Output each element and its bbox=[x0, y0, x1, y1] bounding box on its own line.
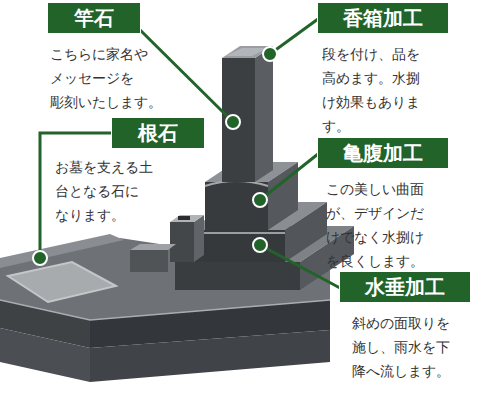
leader-dot bbox=[253, 193, 267, 207]
middle-base-front bbox=[190, 230, 285, 262]
callout-description: この美しい曲面 が、デザインだ けでなく水捌け を良くします。 bbox=[326, 177, 424, 273]
water-drip-chamfer bbox=[190, 232, 285, 234]
platform-edge bbox=[0, 300, 330, 320]
leader-dot bbox=[253, 238, 267, 252]
vase-front bbox=[170, 222, 194, 262]
callout-description: こちらに家名や メッセージを 彫刻いたします。 bbox=[50, 42, 162, 114]
callout-description: 段を付け、品を 高めます。水捌 け効果もありま す。 bbox=[322, 42, 420, 138]
curb-stone bbox=[0, 234, 124, 268]
pillar-front bbox=[222, 58, 255, 182]
kobako-step bbox=[226, 48, 268, 56]
vase-right bbox=[194, 215, 204, 262]
incense-holder bbox=[130, 250, 168, 272]
callout-heading: 竿石 bbox=[48, 3, 140, 33]
vase-top bbox=[170, 215, 204, 222]
lower-base-front bbox=[175, 262, 300, 290]
leader-dot bbox=[33, 251, 47, 265]
incense-holder-top bbox=[130, 244, 176, 250]
leader-line bbox=[270, 19, 318, 54]
callout-heading: 亀腹加工 bbox=[318, 138, 448, 168]
platform-base-front bbox=[90, 330, 330, 382]
callout-description: お墓を支える土 台となる石に なります。 bbox=[55, 155, 153, 227]
leader-dot bbox=[226, 115, 240, 129]
platform-base-left bbox=[0, 328, 90, 382]
callout-heading: 根石 bbox=[112, 118, 204, 148]
upper-base-front bbox=[205, 182, 268, 230]
callout-description: 斜めの面取りを 施し、雨水を下 降へ流します。 bbox=[352, 311, 450, 383]
callout-heading: 香箱加工 bbox=[318, 3, 448, 33]
pillar-right bbox=[255, 46, 273, 182]
leader-dot bbox=[263, 47, 277, 61]
leader-line bbox=[260, 154, 318, 200]
vase-hole bbox=[178, 216, 190, 220]
callout-heading: 水垂加工 bbox=[340, 272, 470, 302]
gravel-bed bbox=[8, 262, 116, 302]
